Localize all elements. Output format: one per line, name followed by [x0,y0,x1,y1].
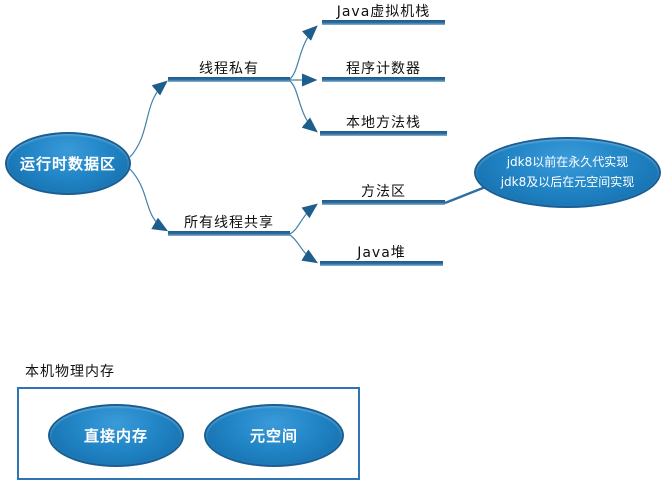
bar-program-counter [322,77,445,82]
bar-java-heap [320,261,443,266]
curve-to-java-heap [289,234,319,264]
root-node-label: 运行时数据区 [19,155,116,173]
bar-thread-private [168,77,290,82]
direct-memory-label: 直接内存 [83,427,148,445]
bar-method-area [322,200,445,205]
curve-to-native-method-stack [289,80,318,133]
bar-shared [168,231,290,236]
curve-root-to-shared [129,168,169,232]
direct-memory-node: 直接内存 [48,404,184,467]
branch-shared-label: 所有线程共享 [184,215,274,231]
note-line-2: jdk8及以后在元空间实现 [500,174,635,189]
physical-memory-title: 本机物理内存 [25,364,115,380]
note-node: jdk8以前在永久代实现 jdk8及以后在元空间实现 [474,137,661,208]
bar-java-vm-stack [322,20,445,25]
metaspace-node: 元空间 [204,404,344,467]
child-program-counter-label: 程序计数器 [346,61,421,77]
branch-thread-private-label: 线程私有 [199,61,259,77]
root-node: 运行时数据区 [5,132,131,195]
note-line-1: jdk8以前在永久代实现 [506,155,629,170]
child-java-vm-stack-label: Java虚拟机栈 [336,4,431,20]
child-method-area-label: 方法区 [361,184,406,200]
metaspace-label: 元空间 [249,427,298,445]
note-text: jdk8以前在永久代实现 jdk8及以后在元空间实现 [501,153,635,191]
child-java-heap-label: Java堆 [357,245,406,261]
curve-root-to-thread-private [129,80,168,158]
curve-to-java-vm-stack [289,25,318,80]
curve-to-method-area [289,203,318,235]
child-native-method-stack-label: 本地方法栈 [346,115,421,131]
bar-native-method-stack [320,131,447,136]
